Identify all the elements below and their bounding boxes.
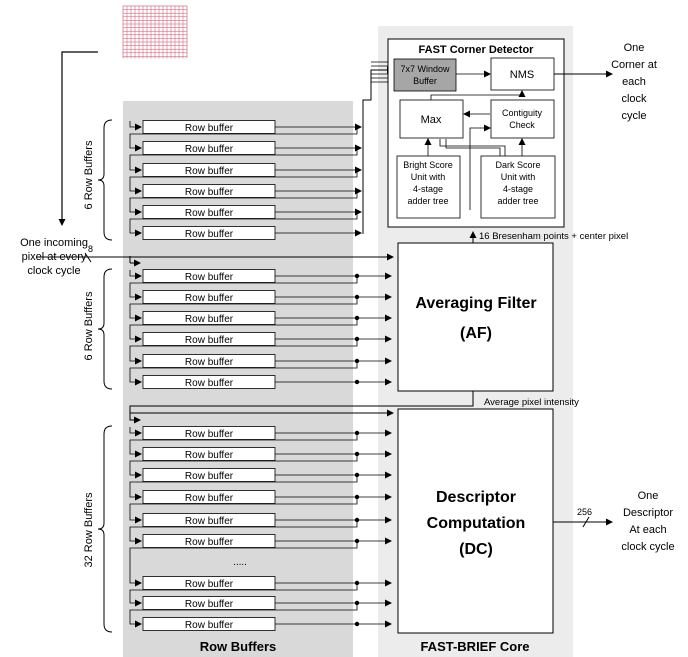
bright-label-2: Unit with [411, 172, 446, 182]
group-label-af: 6 Row Buffers [83, 291, 95, 360]
row-buffer-label: Row buffer [185, 537, 234, 548]
bright-label-1: Bright Score [403, 160, 453, 170]
desc-out-4: clock cycle [621, 541, 674, 553]
row-buffer-label: Row buffer [185, 516, 234, 527]
group-braces [97, 119, 113, 633]
tap-dot [354, 379, 360, 385]
bright-label-4: adder tree [407, 196, 448, 206]
contiguity-label-2: Check [509, 120, 535, 130]
desc-out-1: One [638, 490, 659, 502]
tap-dot [354, 230, 360, 236]
window-buffer [393, 58, 457, 92]
row-buffer-label: Row buffer [185, 579, 234, 590]
dark-score-block [480, 155, 556, 219]
max-label: Max [421, 114, 442, 126]
row-buffer-label: Row buffer [185, 208, 234, 219]
row-buffer-label: Row buffer [185, 378, 234, 389]
corner-out-1: One [624, 42, 645, 54]
af-label-2: (AF) [460, 325, 492, 342]
row-buffer-label: Row buffer [185, 293, 234, 304]
row-buffer-label: Row buffer [185, 471, 234, 482]
dark-label-4: adder tree [497, 196, 538, 206]
dc-label-2: Computation [427, 515, 526, 532]
row-buffer-label: Row buffer [185, 450, 234, 461]
averaging-filter: Averaging Filter (AF) [397, 242, 554, 392]
bright-label-3: 4-stage [413, 184, 443, 194]
desc-bits: 256 [577, 507, 592, 517]
dark-label-2: Unit with [501, 172, 536, 182]
row-buffer-label: Row buffer [185, 166, 234, 177]
input-arrow [58, 51, 98, 226]
corner-out-4: clock [621, 93, 647, 105]
max-block [399, 99, 464, 139]
fast-corner-detector: FAST Corner Detector 7x7 Window Buffer N… [387, 38, 565, 228]
ellipsis: ..... [233, 557, 247, 568]
window-buffer-label-2: Buffer [413, 76, 437, 86]
row-buffer-label: Row buffer [185, 429, 234, 440]
row-buffer-label: Row buffer [185, 144, 234, 155]
contiguity-label-1: Contiguity [502, 108, 543, 118]
row-buffer-label: Row buffer [185, 187, 234, 198]
tap-dot [354, 621, 360, 627]
input-label-2: pixel at every [22, 251, 87, 263]
input-bits: 8 [88, 244, 93, 254]
row-buffer-label: Row buffer [185, 335, 234, 346]
row-buffer-label: Row buffer [185, 229, 234, 240]
row-buffer-label: Row buffer [185, 123, 234, 134]
bresenham-label: 16 Bresenham points + center pixel [479, 231, 628, 242]
af-label-1: Averaging Filter [415, 295, 536, 312]
row-buffer-label: Row buffer [185, 620, 234, 631]
dark-label-3: 4-stage [503, 184, 533, 194]
row-buffer-label: Row buffer [185, 357, 234, 368]
row-buffer-label: Row buffer [185, 272, 234, 283]
input-label-3: clock cycle [27, 265, 80, 277]
row-buffer-label: Row buffer [185, 493, 234, 504]
nms-label: NMS [510, 69, 534, 81]
row-buffer-label: Row buffer [185, 314, 234, 325]
nms-block [490, 57, 555, 91]
input-label-1: One incoming [20, 237, 88, 249]
corner-out-2: Corner at [611, 59, 657, 71]
corner-out-3: each [622, 76, 646, 88]
fast-title: FAST Corner Detector [419, 44, 535, 56]
avg-intensity-label: Average pixel intensity [484, 397, 579, 408]
row-buffers-title: Row Buffers [200, 639, 277, 654]
dc-label-3: (DC) [459, 541, 493, 558]
window-buffer-label-1: 7x7 Window [400, 64, 450, 74]
descriptor-computation: Descriptor Computation (DC) [397, 408, 554, 634]
dark-label-1: Dark Score [495, 160, 540, 170]
row-buffer-label: Row buffer [185, 599, 234, 610]
core-title: FAST-BRIEF Core [420, 639, 529, 654]
group-label-fast: 6 Row Buffers [83, 140, 95, 209]
contiguity-block [490, 99, 555, 139]
output-arrows [553, 70, 613, 528]
input-image-icon [122, 5, 188, 59]
group-label-dc: 32 Row Buffers [83, 492, 95, 568]
desc-out-3: At each [629, 524, 666, 536]
dc-label-1: Descriptor [436, 489, 516, 506]
bright-score-block [396, 155, 461, 219]
desc-out-2: Descriptor [623, 507, 673, 519]
corner-out-5: cycle [621, 110, 646, 122]
